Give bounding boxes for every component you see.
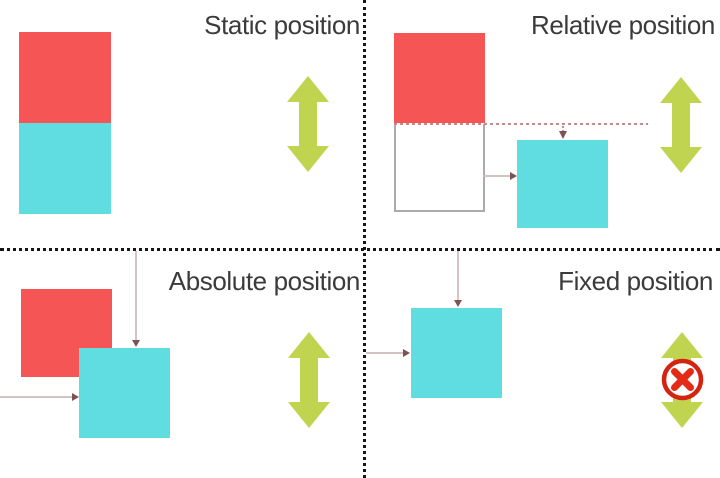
fixed-left-connector-arrow — [366, 349, 410, 357]
absolute-cyan-box — [79, 348, 170, 438]
absolute-top-connector-arrow — [132, 251, 140, 347]
relative-left-offset-arrow — [483, 172, 517, 180]
absolute-quadrant-label: Absolute position — [168, 266, 361, 296]
absolute-scroll-arrow-icon — [288, 332, 330, 428]
static-quadrant-label: Static position — [204, 10, 360, 40]
relative-original-position-box — [394, 124, 485, 212]
fixed-quadrant-label: Fixed position — [558, 266, 713, 296]
no-scroll-icon — [661, 358, 704, 401]
vertical-divider — [363, 0, 366, 478]
fixed-cyan-box — [411, 308, 502, 398]
static-scroll-arrow-icon — [287, 76, 329, 172]
absolute-left-connector-arrow — [0, 393, 79, 401]
fixed-top-connector-arrow — [454, 251, 462, 307]
relative-top-offset-arrow — [559, 126, 567, 139]
relative-red-box — [394, 33, 485, 123]
relative-cyan-box — [517, 140, 608, 228]
relative-scroll-arrow-icon — [660, 77, 702, 173]
horizontal-divider — [0, 248, 720, 251]
static-red-box — [19, 32, 111, 123]
static-cyan-box — [19, 123, 111, 214]
relative-quadrant-label: Relative position — [531, 10, 715, 40]
